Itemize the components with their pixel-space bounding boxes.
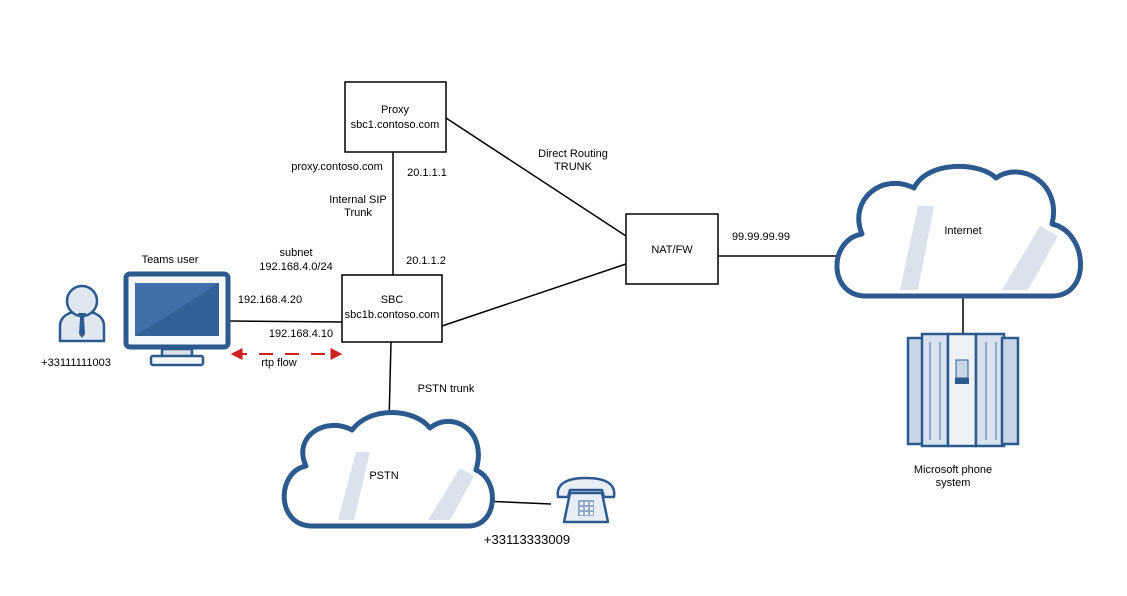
internet-label: Internet bbox=[944, 225, 981, 237]
natfw-label: NAT/FW bbox=[651, 244, 693, 256]
internet-cloud-icon[interactable]: Internet bbox=[834, 163, 1083, 299]
rtp-flow-label: rtp flow bbox=[261, 357, 297, 369]
telephone-icon[interactable] bbox=[556, 476, 616, 524]
natfw-node[interactable]: NAT/FW bbox=[625, 213, 719, 285]
link-proxy-natfw bbox=[445, 117, 627, 237]
teams-ip-label: 192.168.4.20 bbox=[238, 294, 302, 306]
link-sbc-natfw bbox=[441, 263, 627, 327]
server-rack-icon[interactable] bbox=[906, 332, 1020, 448]
ms-phone-system-label-1: Microsoft phone bbox=[914, 464, 992, 476]
pstn-label: PSTN bbox=[369, 470, 398, 482]
connections bbox=[227, 117, 964, 505]
sbc-lan-ip-label: 192.168.4.10 bbox=[269, 328, 333, 340]
internal-sip-label-2: Trunk bbox=[344, 207, 372, 219]
teams-user-number: +33111111003 bbox=[41, 357, 111, 369]
internal-sip-label-1: Internal SIP bbox=[329, 194, 386, 206]
phone-number: +33113333009 bbox=[484, 532, 570, 547]
link-teams-sbc bbox=[227, 320, 343, 323]
sbc-node[interactable]: SBC sbc1b.contoso.com bbox=[341, 274, 443, 343]
direct-routing-label-2: TRUNK bbox=[554, 161, 593, 173]
ms-phone-system-label-2: system bbox=[936, 477, 971, 489]
proxy-title: Proxy bbox=[381, 104, 410, 116]
nat-public-ip-label: 99.99.99.99 bbox=[732, 231, 790, 243]
proxy-fqdn: sbc1.contoso.com bbox=[351, 119, 440, 131]
proxy-dns-label: proxy.contoso.com bbox=[291, 161, 383, 173]
pstn-cloud-icon[interactable]: PSTN bbox=[281, 410, 495, 529]
monitor-icon[interactable] bbox=[123, 271, 231, 367]
direct-routing-label-1: Direct Routing bbox=[538, 148, 608, 160]
subnet-label-1: subnet bbox=[279, 247, 312, 259]
person-icon bbox=[58, 284, 106, 343]
sbc-public-ip-label: 20.1.1.2 bbox=[406, 255, 446, 267]
proxy-ip-label: 20.1.1.1 bbox=[407, 167, 447, 179]
sbc-title: SBC bbox=[381, 294, 404, 306]
proxy-node[interactable]: Proxy sbc1.contoso.com bbox=[344, 81, 447, 153]
teams-user-label: Teams user bbox=[142, 254, 199, 266]
pstn-trunk-label: PSTN trunk bbox=[418, 383, 475, 395]
link-sbc-pstn bbox=[388, 341, 392, 423]
subnet-label-2: 192.168.4.0/24 bbox=[259, 261, 332, 273]
sbc-fqdn: sbc1b.contoso.com bbox=[345, 309, 440, 321]
